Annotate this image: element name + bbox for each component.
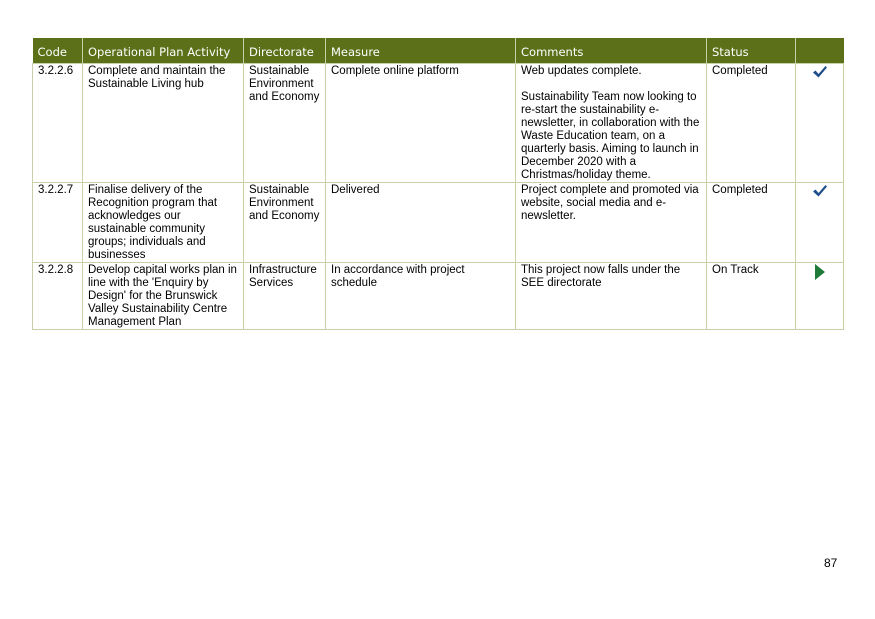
cell-status: Completed	[706, 62, 796, 183]
cell-measure: Complete online platform	[325, 62, 516, 183]
cell-activity: Complete and maintain the Sustainable Li…	[82, 62, 244, 183]
cell-code: 3.2.2.7	[32, 181, 83, 263]
header-directorate: Directorate	[243, 38, 326, 63]
play-arrow-icon	[814, 263, 826, 284]
cell-directorate: Infrastructure Services	[243, 261, 326, 330]
header-code: Code	[32, 38, 83, 63]
operational-plan-table: Code Operational Plan Activity Directora…	[32, 38, 844, 330]
cell-activity: Develop capital works plan in line with …	[82, 261, 244, 330]
check-icon	[812, 184, 828, 202]
header-measure: Measure	[325, 38, 516, 63]
header-status-icon	[795, 38, 844, 63]
page-number: 87	[824, 556, 838, 570]
cell-code: 3.2.2.8	[32, 261, 83, 330]
cell-comments: This project now falls under the SEE dir…	[515, 261, 707, 330]
check-icon	[812, 65, 828, 83]
header-comments: Comments	[515, 38, 707, 63]
cell-status-icon	[795, 181, 844, 263]
cell-directorate: Sustainable Environment and Economy	[243, 62, 326, 183]
cell-status-icon	[795, 261, 844, 330]
cell-directorate: Sustainable Environment and Economy	[243, 181, 326, 263]
cell-activity: Finalise delivery of the Recognition pro…	[82, 181, 244, 263]
cell-comments: Project complete and promoted via websit…	[515, 181, 707, 263]
table-row: 3.2.2.7 Finalise delivery of the Recogni…	[32, 181, 844, 263]
table-header-row: Code Operational Plan Activity Directora…	[32, 38, 844, 63]
table-row: 3.2.2.6 Complete and maintain the Sustai…	[32, 62, 844, 183]
cell-measure: In accordance with project schedule	[325, 261, 516, 330]
cell-code: 3.2.2.6	[32, 62, 83, 183]
cell-comments: Web updates complete. Sustainability Tea…	[515, 62, 707, 183]
cell-status: Completed	[706, 181, 796, 263]
cell-status-icon	[795, 62, 844, 183]
header-status: Status	[706, 38, 796, 63]
header-activity: Operational Plan Activity	[82, 38, 244, 63]
cell-status: On Track	[706, 261, 796, 330]
table-row: 3.2.2.8 Develop capital works plan in li…	[32, 261, 844, 330]
cell-measure: Delivered	[325, 181, 516, 263]
